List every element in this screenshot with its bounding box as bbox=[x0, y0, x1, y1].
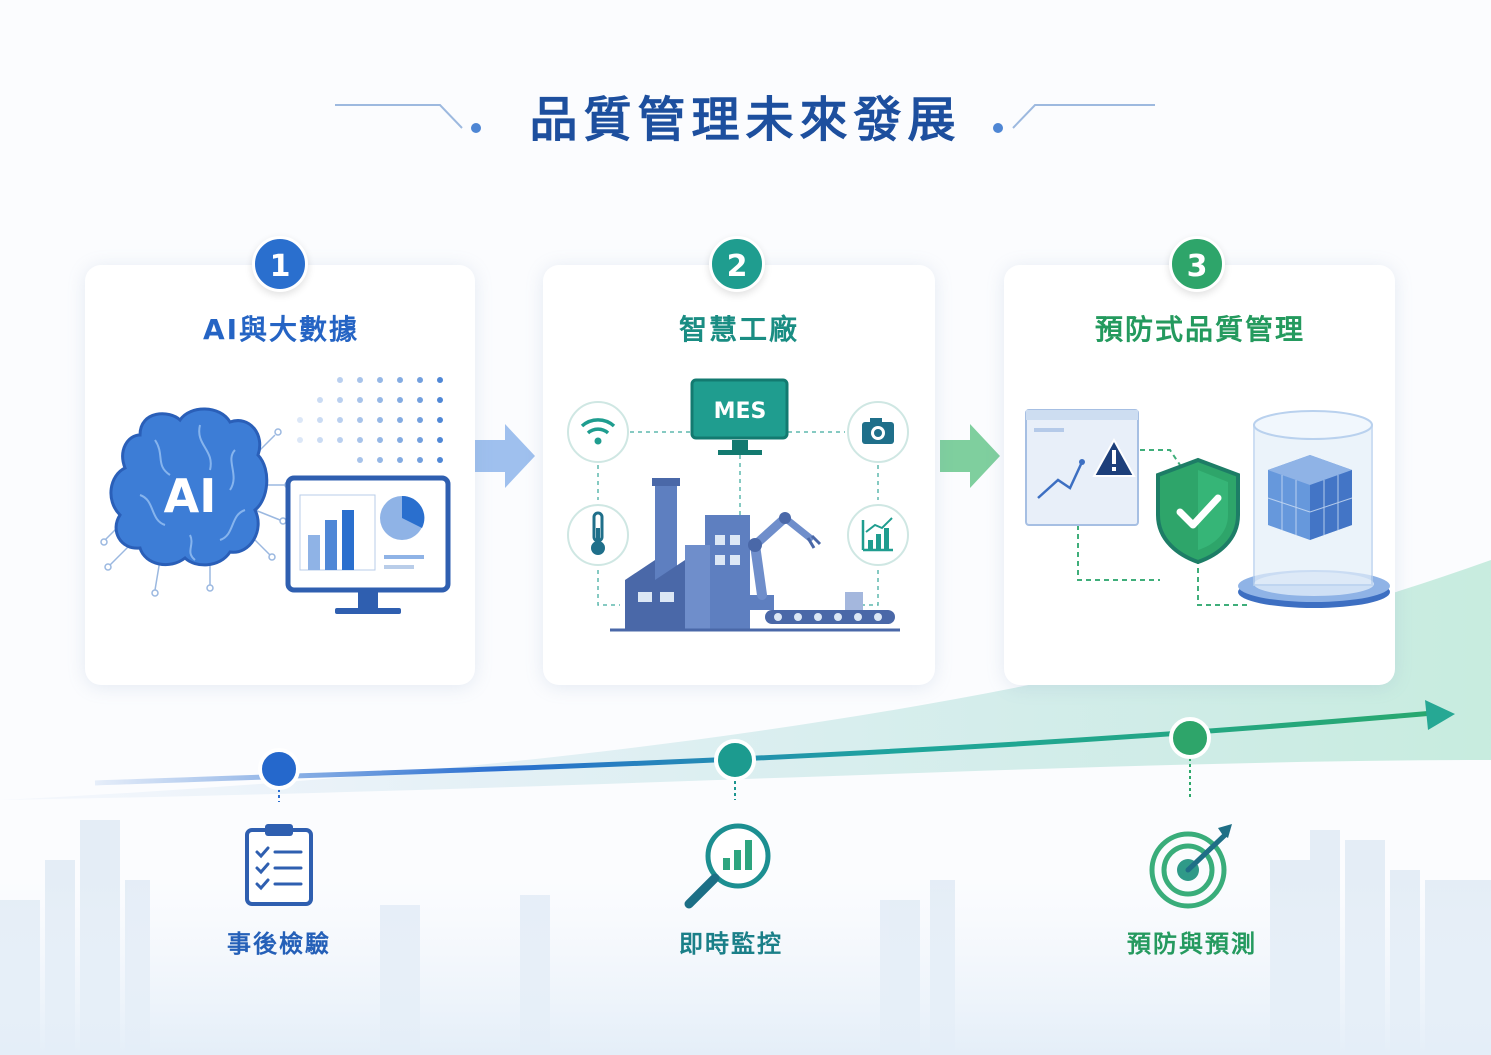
step-arrow-icon bbox=[940, 424, 1000, 488]
timeline-label-1: 事後檢驗 bbox=[227, 930, 331, 958]
timeline-node-2 bbox=[714, 739, 756, 781]
clipboard-checklist-icon bbox=[245, 824, 313, 906]
timeline-label-3: 預防與預測 bbox=[1127, 930, 1257, 958]
preventive-quality-illustration bbox=[1025, 409, 1390, 608]
line-chart-icon bbox=[847, 504, 909, 566]
monitor-bar-chart-icon bbox=[285, 475, 451, 614]
card-title-2: 智慧工廠 bbox=[678, 313, 799, 346]
page-title: 品質管理未來發展 bbox=[529, 92, 962, 148]
mes-label: MES bbox=[714, 399, 767, 424]
smart-factory-illustration: MES bbox=[567, 378, 909, 632]
timeline-node-3 bbox=[1169, 717, 1211, 759]
camera-icon bbox=[847, 401, 909, 463]
step-arrow-icon bbox=[466, 424, 535, 488]
dot-matrix-icon bbox=[297, 377, 443, 463]
card-title-1: AI與大數據 bbox=[202, 313, 360, 346]
step-badge-3: 3 bbox=[1169, 236, 1225, 292]
target-arrow-icon bbox=[1149, 824, 1232, 909]
conveyor-icon bbox=[765, 592, 895, 624]
card-title-3: 預防式品質管理 bbox=[1094, 313, 1305, 346]
thermometer-icon bbox=[567, 504, 629, 566]
title-decor-lines bbox=[335, 104, 1155, 129]
ai-brain-label: AI bbox=[164, 469, 217, 523]
step-badge-2: 2 bbox=[709, 236, 765, 292]
pie-chart-icon bbox=[380, 495, 425, 540]
robot-arm-icon bbox=[748, 512, 822, 610]
wifi-icon bbox=[567, 401, 629, 463]
timeline-node-1 bbox=[258, 748, 300, 790]
data-cube-icon bbox=[1238, 410, 1390, 608]
shield-check-icon bbox=[1156, 457, 1240, 565]
mes-monitor-icon: MES bbox=[690, 378, 789, 455]
magnifier-chart-icon bbox=[684, 823, 771, 909]
ai-bigdata-illustration: AI bbox=[100, 377, 451, 614]
timeline-label-2: 即時監控 bbox=[679, 930, 783, 958]
brain-icon: AI bbox=[100, 407, 292, 597]
title-bar: 品質管理未來發展 bbox=[0, 70, 1491, 150]
timeline-arrow-icon bbox=[1425, 700, 1455, 730]
dashboard-warning-icon bbox=[1025, 409, 1139, 526]
step-badge-1: 1 bbox=[252, 236, 308, 292]
factory-icon bbox=[625, 478, 750, 630]
